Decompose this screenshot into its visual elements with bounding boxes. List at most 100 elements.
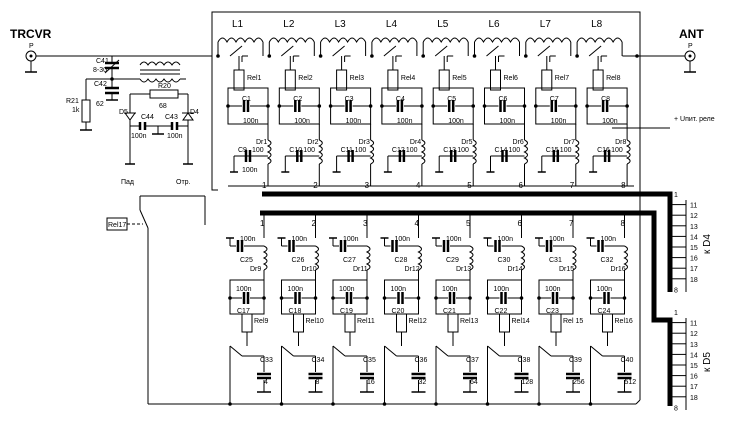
tuning-cap-value: 32	[419, 379, 427, 386]
relay-label: Rel13	[460, 318, 478, 325]
inductor-label: L1	[232, 19, 244, 30]
choke-label: Dr10	[302, 266, 317, 273]
bypass-cap-value: 100	[355, 147, 367, 154]
cap-value: 100n	[397, 118, 413, 125]
cap-label: C22	[495, 308, 508, 315]
connector-label: к D4	[702, 234, 713, 254]
choke-label: Dr14	[508, 266, 523, 273]
tuning-cap-value: 4	[264, 379, 268, 386]
connector-pin: 8	[674, 405, 678, 412]
c41-label: C41	[96, 58, 109, 65]
c41-value: 8-30	[93, 67, 107, 74]
choke-label: Dr12	[405, 266, 420, 273]
cap-label: C18	[289, 308, 302, 315]
bypass-cap-label: C26	[292, 257, 305, 264]
bypass-cap-value: 100n	[601, 236, 617, 243]
d4-label: D4	[190, 109, 199, 116]
cap-value: 100n	[597, 286, 613, 293]
bypass-cap-label: C29	[446, 257, 459, 264]
cap-value: 100n	[391, 286, 407, 293]
relay-label: Rel 15	[563, 318, 583, 325]
relay-label: Rel16	[615, 318, 633, 325]
trcvr-port: TRCVR P	[10, 27, 52, 73]
choke-label: Dr9	[250, 266, 261, 273]
bypass-cap-value: 100n	[240, 236, 256, 243]
connector-pin: 14	[690, 352, 698, 359]
tuning-cap-value: 512	[625, 379, 637, 386]
relay-label: Rel14	[512, 318, 530, 325]
tuning-cap-label: C37	[466, 357, 479, 364]
inductor-label: L5	[437, 19, 449, 30]
cap-label: C3	[345, 96, 354, 103]
connector-pin: 8	[674, 287, 678, 294]
control-bus-d5	[260, 210, 673, 406]
relay-label: Rel11	[357, 318, 375, 325]
cap-label: C6	[499, 96, 508, 103]
connector-pin: 17	[690, 384, 698, 391]
bypass-cap-value: 100	[611, 147, 623, 154]
bypass-cap-value: 100n	[292, 236, 308, 243]
tuning-cap-label: C39	[569, 357, 582, 364]
cap-label: C21	[443, 308, 456, 315]
connector-pin: 13	[690, 342, 698, 349]
tuning-cap-label: C36	[415, 357, 428, 364]
cap-value: 100n	[602, 118, 618, 125]
inductor-l7: L7	[524, 19, 572, 62]
tuning-cap-value: 256	[573, 379, 585, 386]
connector-pin: 14	[690, 234, 698, 241]
bypass-cap-label: C25	[240, 257, 253, 264]
connector-pin: 18	[690, 395, 698, 402]
connector-pin: 15	[690, 245, 698, 252]
connector-pin: 12	[690, 213, 698, 220]
choke-label: Dr6	[513, 139, 524, 146]
ant-label: ANT	[679, 27, 704, 41]
cap-label: C17	[237, 308, 250, 315]
cap-label: C1	[242, 96, 251, 103]
ant-p-label: P	[688, 43, 693, 50]
cap-value: 100n	[500, 118, 516, 125]
tuning-cap-value: 64	[470, 379, 478, 386]
cap-value: 100n	[346, 118, 362, 125]
choke-label: Dr7	[564, 139, 575, 146]
bypass-cap-label: C28	[395, 257, 408, 264]
choke-label: Dr4	[410, 139, 421, 146]
choke-label: Dr15	[559, 266, 574, 273]
connector-pin: 16	[690, 374, 698, 381]
r20-value: 68	[159, 103, 167, 110]
c43-value: 100n	[167, 133, 183, 140]
tuning-cap-label: C40	[621, 357, 634, 364]
relay-label: Rel7	[555, 75, 570, 82]
bottom-stages: 1100nC25Dr9100nC17Rel9C3342100nC26Dr1010…	[226, 213, 636, 406]
bypass-cap-label: C13	[443, 147, 456, 154]
bypass-cap-value: 100n	[498, 236, 514, 243]
connector-pin: 18	[690, 277, 698, 284]
bypass-cap-value: 100n	[343, 236, 359, 243]
relay-label: Rel10	[306, 318, 324, 325]
tuning-cap-value: 128	[522, 379, 534, 386]
cap-value: 100n	[294, 118, 310, 125]
connector-pin: 16	[690, 256, 698, 263]
tuning-cap-label: C33	[260, 357, 273, 364]
d5-label: D5	[119, 109, 128, 116]
bypass-cap-value: 100	[560, 147, 572, 154]
choke-label: Dr13	[456, 266, 471, 273]
choke-label: Dr2	[307, 139, 318, 146]
inductor-label: L6	[489, 19, 501, 30]
inductor-l8: L8	[575, 19, 623, 62]
trcvr-label: TRCVR	[10, 27, 52, 41]
bypass-cap-value: 100	[252, 147, 264, 154]
inductor-label: L3	[335, 19, 347, 30]
bypass-cap-label: C16	[597, 147, 610, 154]
bypass-cap-value: 100	[406, 147, 418, 154]
stage-number: 6	[518, 219, 523, 228]
bypass-cap-value: 100	[457, 147, 469, 154]
connector-pin: 1	[674, 310, 678, 317]
c42-label: C42	[94, 81, 107, 88]
